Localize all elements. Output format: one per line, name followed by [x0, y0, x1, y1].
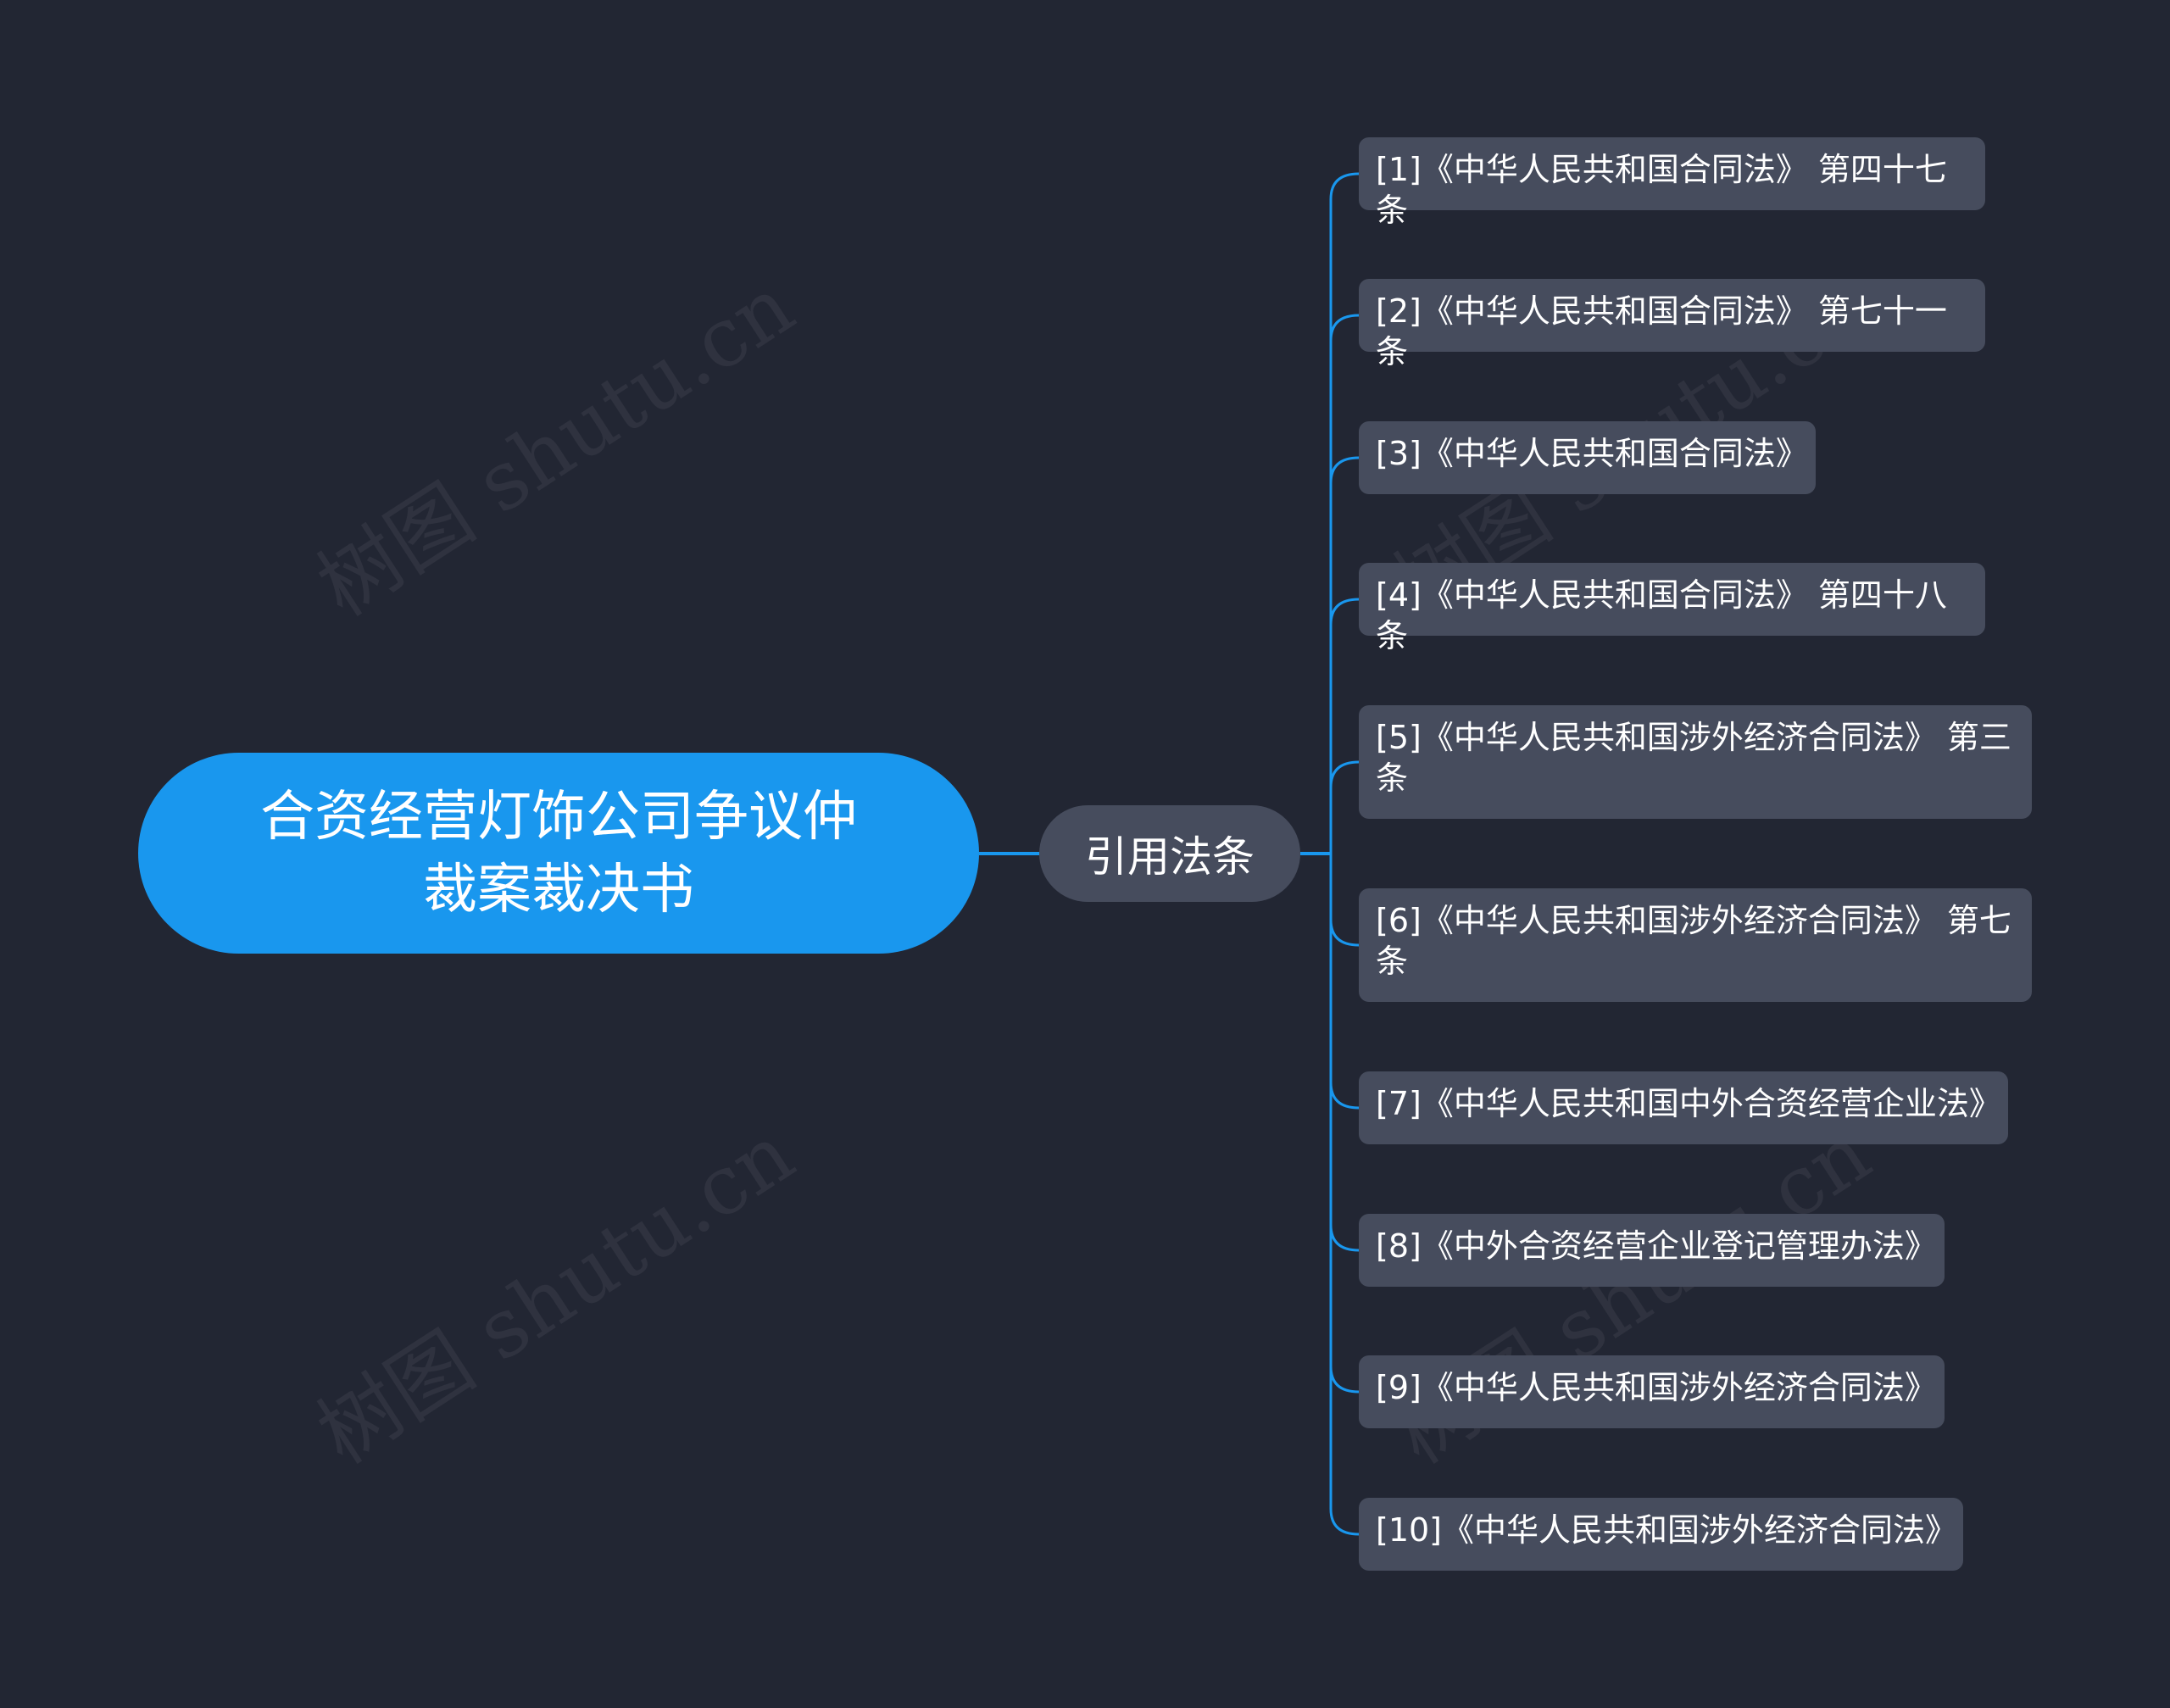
leaf-node[interactable]: [2]《中华人民共和国合同法》 第七十一条	[1359, 279, 1985, 370]
leaf-label: [4]《中华人民共和国合同法》 第四十八条	[1376, 576, 1947, 654]
leaf-connector	[1329, 854, 1360, 947]
leaf-label: [8]《中外合资经营企业登记管理办法》	[1376, 1227, 1937, 1265]
leaf-connector	[1329, 854, 1360, 1110]
leaf-label: [7]《中华人民共和国中外合资经营企业法》	[1376, 1085, 2001, 1122]
leaf-label: [10]《中华人民共和国涉外经济合同法》	[1376, 1511, 1958, 1549]
leaf-node[interactable]: [3]《中华人民共和国合同法》	[1359, 421, 1816, 494]
leaf-connectors	[1329, 172, 1360, 1536]
root-title: 合资经营灯饰公司争议仲裁案裁决书	[260, 785, 857, 921]
leaf-node[interactable]: [8]《中外合资经营企业登记管理办法》	[1359, 1214, 1945, 1287]
leaf-node[interactable]: [6]《中华人民共和国涉外经济合同法》 第七条	[1359, 888, 2032, 1002]
root-node[interactable]: 合资经营灯饰公司争议仲裁案裁决书	[138, 753, 979, 954]
leaf-label: [9]《中华人民共和国涉外经济合同法》	[1376, 1369, 1937, 1406]
branch-label: 引用法条	[1085, 832, 1255, 882]
leaf-connector	[1329, 314, 1360, 854]
leaf-connector	[1329, 172, 1360, 854]
leaf-node[interactable]: [5]《中华人民共和国涉外经济合同法》 第三条	[1359, 705, 2032, 819]
leaf-node[interactable]: [1]《中华人民共和国合同法》 第四十七条	[1359, 137, 1985, 229]
leaf-connector	[1329, 760, 1360, 854]
leaf-label: [3]《中华人民共和国合同法》	[1376, 435, 1808, 472]
leaf-label: [1]《中华人民共和国合同法》 第四十七条	[1376, 151, 1947, 229]
leaf-connector	[1329, 854, 1360, 1252]
leaf-node[interactable]: [10]《中华人民共和国涉外经济合同法》	[1359, 1498, 1963, 1571]
leaf-node[interactable]: [4]《中华人民共和国合同法》 第四十八条	[1359, 563, 1985, 654]
leaf-connector	[1329, 598, 1360, 854]
leaf-label: [5]《中华人民共和国涉外经济合同法》 第三条	[1376, 719, 2011, 797]
branch-node-cited-laws[interactable]: 引用法条	[1039, 805, 1300, 902]
leaf-label: [2]《中华人民共和国合同法》 第七十一条	[1376, 292, 1947, 370]
leaf-connector	[1329, 854, 1360, 1536]
leaf-connector	[1329, 456, 1360, 854]
leaf-node[interactable]: [9]《中华人民共和国涉外经济合同法》	[1359, 1355, 1945, 1428]
leaf-label: [6]《中华人民共和国涉外经济合同法》 第七条	[1376, 902, 2011, 980]
leaf-node[interactable]: [7]《中华人民共和国中外合资经营企业法》	[1359, 1071, 2008, 1144]
